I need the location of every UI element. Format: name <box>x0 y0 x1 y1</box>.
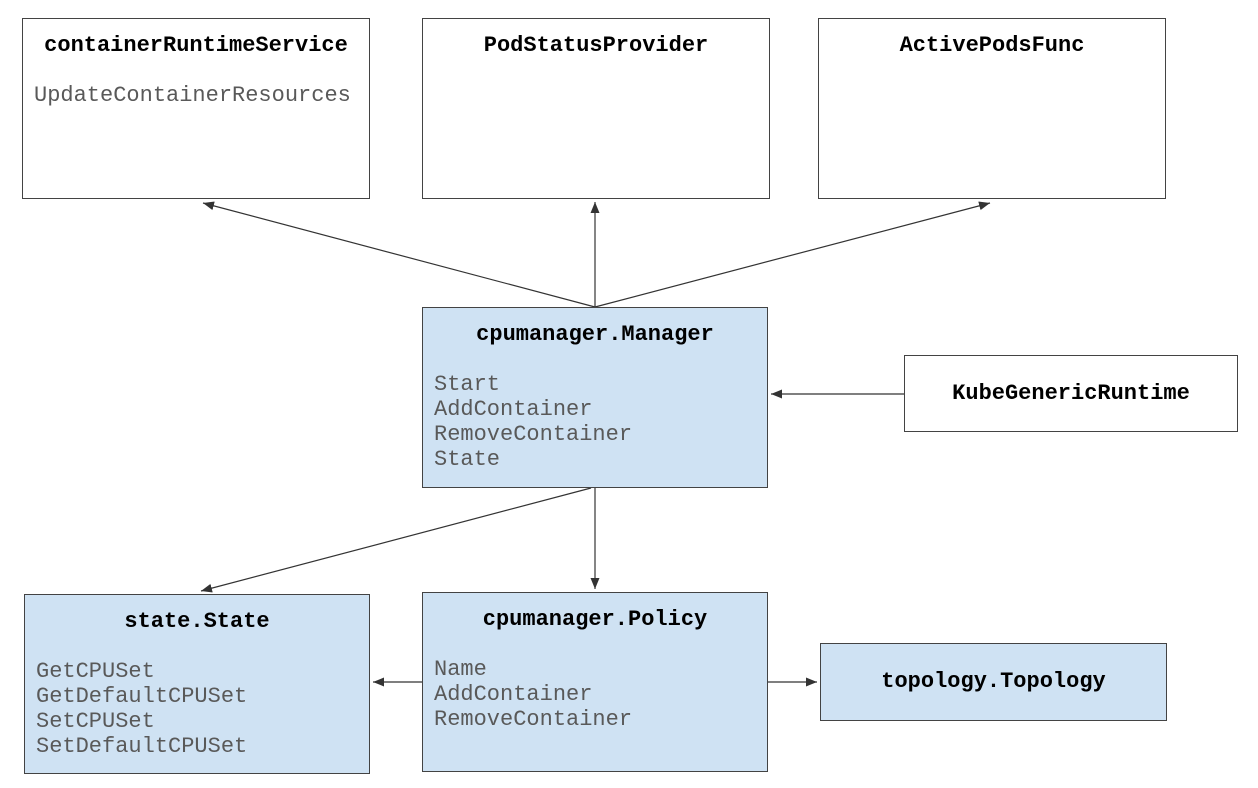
node-pod-status-provider: PodStatusProvider <box>422 18 770 199</box>
member-name: Name <box>434 657 487 682</box>
member-set-default-cpuset: SetDefaultCPUSet <box>36 734 248 759</box>
node-members: UpdateContainerResources <box>23 83 369 108</box>
node-cpumanager-policy: cpumanager.Policy Name AddContainer Remo… <box>422 592 768 772</box>
node-members: GetCPUSet GetDefaultCPUSet SetCPUSet Set… <box>25 659 369 759</box>
member-add-container: AddContainer <box>434 397 593 422</box>
member-remove-container: RemoveContainer <box>434 707 633 732</box>
member-get-cpuset: GetCPUSet <box>36 659 155 684</box>
edge-manager-to-state <box>200 487 592 593</box>
member-get-default-cpuset: GetDefaultCPUSet <box>36 684 248 709</box>
node-title: topology.Topology <box>881 669 1106 694</box>
node-title: cpumanager.Manager <box>476 322 714 347</box>
node-members: Name AddContainer RemoveContainer <box>423 657 767 732</box>
node-title: containerRuntimeService <box>44 33 348 58</box>
node-kube-generic-runtime: KubeGenericRuntime <box>904 355 1238 432</box>
node-members: Start AddContainer RemoveContainer State <box>423 372 767 472</box>
edge-manager-to-activepodsfunc <box>594 201 991 308</box>
node-title: state.State <box>124 609 270 634</box>
node-active-pods-func: ActivePodsFunc <box>818 18 1166 199</box>
node-container-runtime-service: containerRuntimeService UpdateContainerR… <box>22 18 370 199</box>
node-topology-topology: topology.Topology <box>820 643 1167 721</box>
node-title: cpumanager.Policy <box>482 607 708 632</box>
node-title: ActivePodsFunc <box>899 33 1085 58</box>
edge-manager-to-containerruntimeservice <box>202 201 596 308</box>
node-title: PodStatusProvider <box>483 33 709 58</box>
member-remove-container: RemoveContainer <box>434 422 633 447</box>
node-title: KubeGenericRuntime <box>952 380 1190 406</box>
member-add-container: AddContainer <box>434 682 593 707</box>
member-set-cpuset: SetCPUSet <box>36 709 155 734</box>
member-update-container-resources: UpdateContainerResources <box>34 83 351 108</box>
member-start: Start <box>434 372 501 397</box>
node-cpumanager-manager: cpumanager.Manager Start AddContainer Re… <box>422 307 768 488</box>
member-state: State <box>434 447 501 472</box>
node-state-state: state.State GetCPUSet GetDefaultCPUSet S… <box>24 594 370 774</box>
